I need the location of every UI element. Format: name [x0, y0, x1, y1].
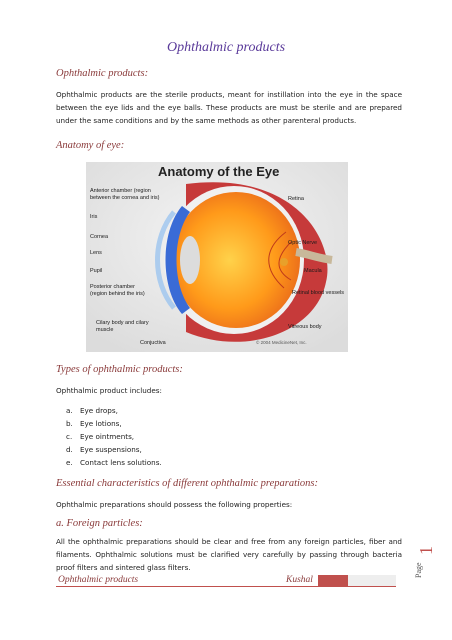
foreign-particles-paragraph: All the ophthalmic preparations should b… [56, 537, 402, 572]
macula [280, 258, 288, 266]
intro-paragraph: Ophthalmic products are the sterile prod… [56, 90, 402, 125]
intro-heading: Ophthalmic products: [56, 68, 149, 79]
footer-divider [56, 586, 396, 587]
vitreous-body [172, 192, 300, 328]
label-retinal-vessels: Retinal blood vessels [292, 290, 344, 296]
footer-title: Ophthalmic products [58, 575, 139, 585]
types-intro: Ophthalmic product includes: [56, 386, 162, 395]
page-label: Page [414, 562, 423, 578]
label-iris: Iris [90, 214, 98, 220]
label-posterior-chamber: Posterior chamber (region behind the iri… [90, 284, 145, 297]
types-list: a.Eye drops, b.Eye lotions, c.Eye ointme… [66, 404, 162, 469]
optic-nerve [295, 248, 333, 264]
label-retina: Retina [288, 196, 304, 202]
characteristics-heading: Essential characteristics of different o… [56, 478, 318, 489]
iris [165, 206, 190, 314]
retinal-vessels [268, 231, 287, 289]
anatomy-heading: Anatomy of eye: [56, 140, 125, 151]
cornea [155, 210, 176, 310]
list-item: a.Eye drops, [66, 406, 118, 415]
list-item: d.Eye suspensions, [66, 445, 142, 454]
list-item: e.Contact lens solutions. [66, 458, 162, 467]
label-lens: Lens [90, 250, 102, 256]
label-vitreous-body: Vitreous body [288, 324, 322, 330]
types-heading: Types of ophthalmic products: [56, 364, 183, 375]
label-conjuctiva: Conjuctiva [140, 340, 166, 346]
footer-accent-bar [318, 575, 348, 586]
footer-grey-bar [348, 575, 396, 586]
label-macula: Macula [304, 268, 322, 274]
footer-author: Kushal [286, 575, 313, 585]
list-item: c.Eye ointments, [66, 432, 135, 441]
lens [180, 236, 200, 284]
foreign-particles-heading: a. Foreign particles: [56, 518, 143, 529]
list-item: b.Eye lotions, [66, 419, 122, 428]
page-number: 1 [416, 546, 436, 555]
characteristics-intro: Ophthalmic preparations should possess t… [56, 500, 293, 509]
eye-anatomy-figure: Anatomy of the Eye Anterior chamber (reg… [86, 162, 348, 352]
figure-title: Anatomy of the Eye [158, 164, 280, 179]
label-optic-nerve: Optic Nerve [288, 240, 318, 246]
page-title: Ophthalmic products [166, 40, 286, 55]
label-pupil: Pupil [90, 268, 103, 274]
eye-diagram [86, 162, 348, 352]
label-anterior-chamber: Anterior chamber (region between the cor… [90, 188, 160, 201]
label-cilary-body: Cilary body and cilary muscle [96, 320, 149, 333]
label-cornea: Cornea [90, 234, 109, 240]
figure-copyright: © 2004 MedicineNet, Inc. [256, 340, 307, 345]
page-number-box: Page 1 [412, 536, 438, 586]
